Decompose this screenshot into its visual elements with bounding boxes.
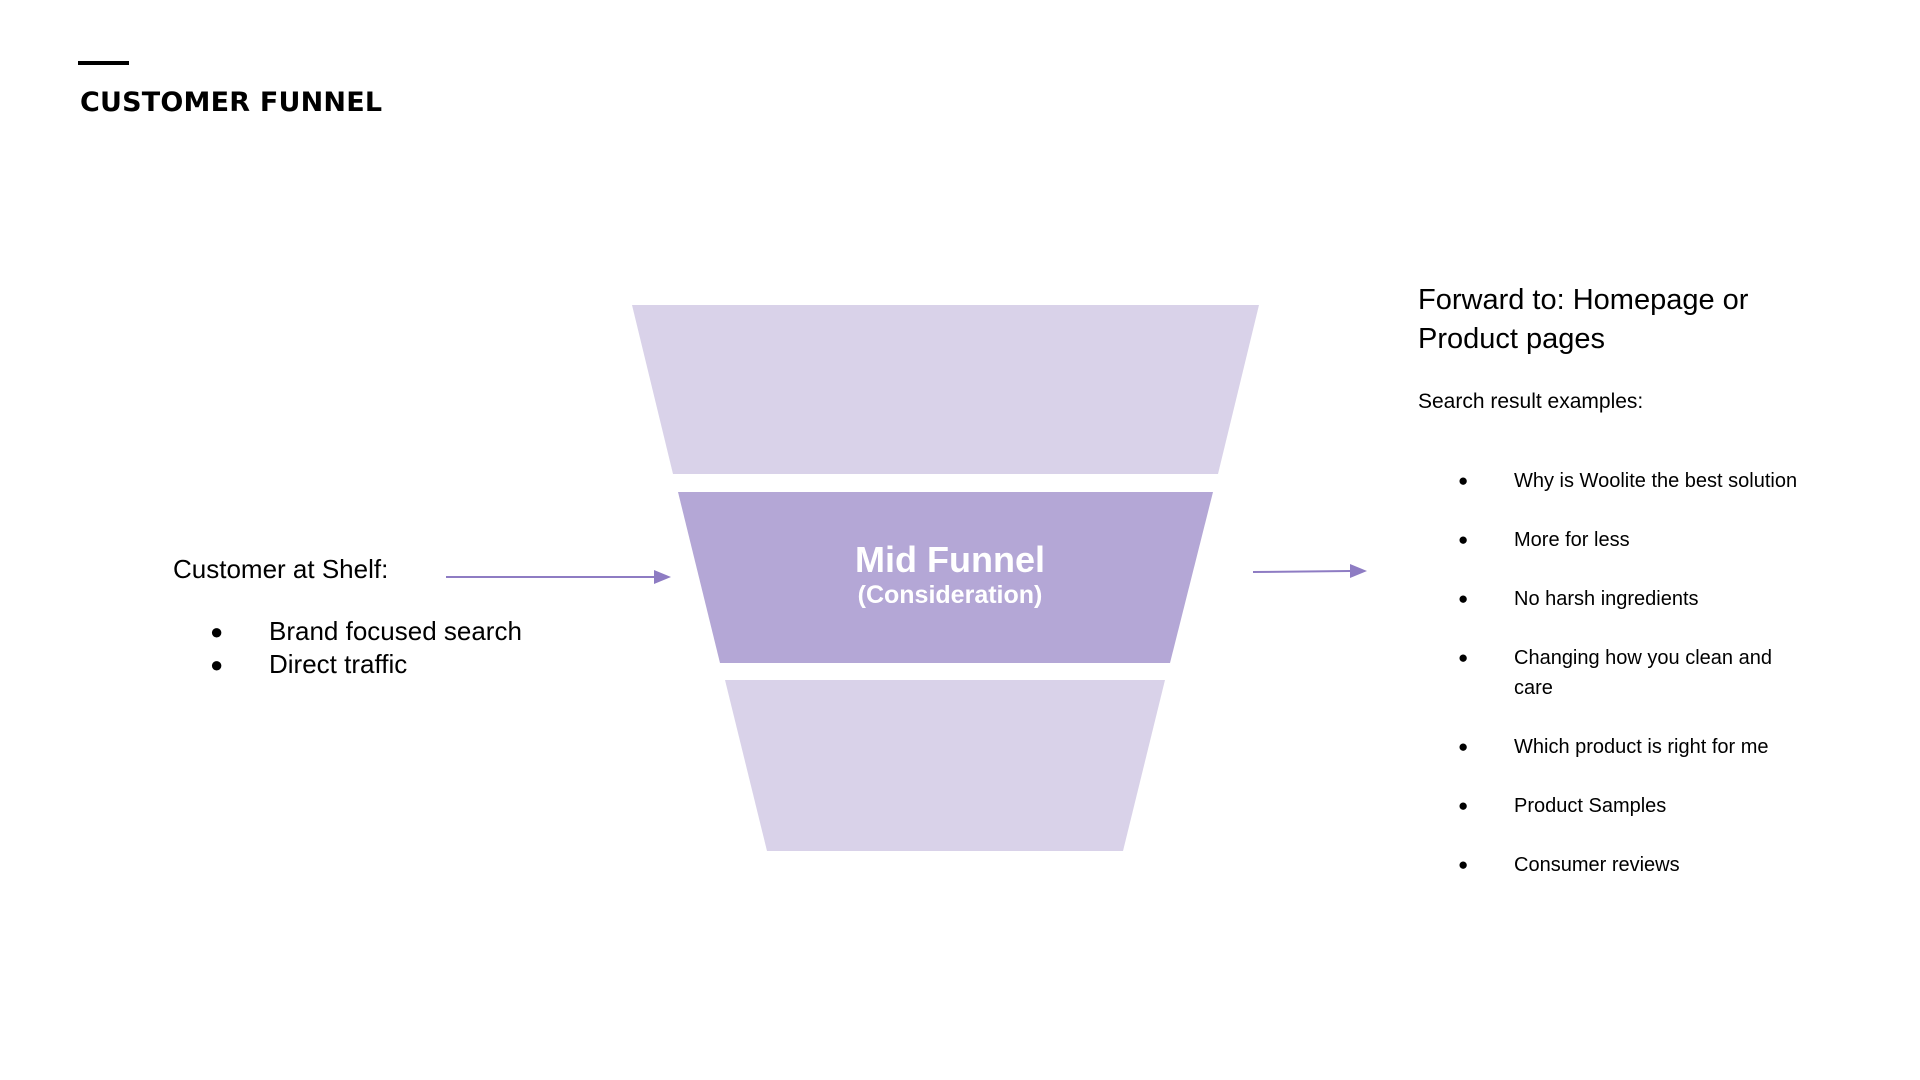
list-item: ● Which product is right for me bbox=[1418, 732, 1814, 762]
list-item-text: Which product is right for me bbox=[1514, 736, 1769, 758]
list-item-text: Product Samples bbox=[1514, 795, 1667, 817]
list-item-text: Brand focused search bbox=[269, 616, 522, 646]
list-item: ● Changing how you clean and care bbox=[1418, 643, 1814, 703]
bullet-icon: ● bbox=[1458, 530, 1469, 549]
right-panel-subheading: Search result examples: bbox=[1418, 390, 1644, 413]
left-panel-list: ● Brand focused search ● Direct traffic bbox=[173, 615, 522, 681]
slide-title: CUSTOMER FUNNEL bbox=[80, 87, 383, 118]
list-item: ● Consumer reviews bbox=[1418, 850, 1814, 880]
list-item-text: Direct traffic bbox=[269, 649, 408, 679]
right-panel-heading: Forward to: Homepage or Product pages bbox=[1418, 284, 1749, 355]
list-item-text: Consumer reviews bbox=[1514, 854, 1680, 876]
left-panel-heading: Customer at Shelf: bbox=[173, 554, 389, 584]
list-item-text: No harsh ingredients bbox=[1514, 588, 1699, 610]
arrow-funnel-to-right bbox=[1252, 564, 1367, 578]
list-item: ● More for less bbox=[1418, 525, 1814, 555]
funnel-stage-top[interactable] bbox=[632, 305, 1259, 474]
list-item-text: Changing how you clean and care bbox=[1514, 647, 1772, 699]
search-examples-list: ● Why is Woolite the best solution ● Mor… bbox=[1418, 466, 1838, 880]
list-item-text: Why is Woolite the best solution bbox=[1514, 470, 1798, 492]
list-item: ● Brand focused search bbox=[173, 615, 522, 648]
funnel-stage-mid-sublabel: (Consideration) bbox=[857, 581, 1043, 609]
right-panel: Forward to: Homepage or Product pages Se… bbox=[1418, 281, 1838, 909]
funnel-stage-mid-label: Mid Funnel bbox=[855, 539, 1045, 580]
list-item-text: More for less bbox=[1514, 529, 1630, 551]
list-item: ● No harsh ingredients bbox=[1418, 584, 1814, 614]
bullet-icon: ● bbox=[1458, 796, 1469, 815]
list-item: ● Direct traffic bbox=[173, 648, 522, 681]
bullet-icon: ● bbox=[1458, 737, 1469, 756]
bullet-icon: ● bbox=[210, 619, 224, 644]
bullet-icon: ● bbox=[1458, 648, 1469, 667]
bullet-icon: ● bbox=[1458, 589, 1469, 608]
title-accent-bar bbox=[78, 61, 129, 65]
arrow-left-to-funnel bbox=[446, 570, 671, 584]
bullet-icon: ● bbox=[1458, 855, 1469, 874]
bullet-icon: ● bbox=[1458, 471, 1469, 490]
list-item: ● Product Samples bbox=[1418, 791, 1814, 821]
funnel-stage-mid[interactable] bbox=[678, 492, 1213, 663]
bullet-icon: ● bbox=[210, 652, 224, 677]
arrowhead-icon bbox=[1350, 564, 1367, 578]
funnel-stage-bottom[interactable] bbox=[725, 680, 1165, 851]
list-item: ● Why is Woolite the best solution bbox=[1418, 466, 1814, 496]
arrowhead-icon bbox=[654, 570, 671, 584]
left-panel: Customer at Shelf: ● Brand focused searc… bbox=[173, 553, 522, 681]
